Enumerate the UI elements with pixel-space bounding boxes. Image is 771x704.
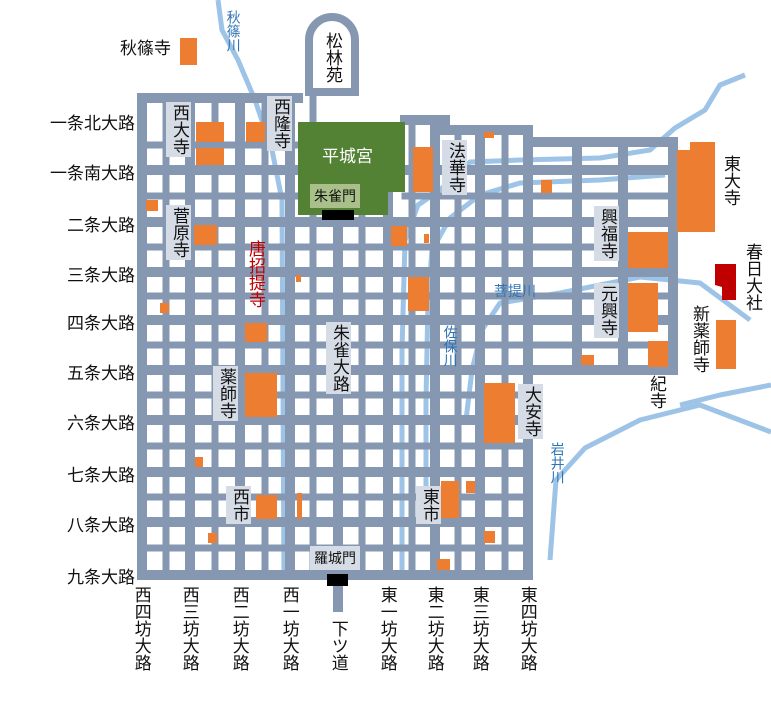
temple-site-1	[180, 38, 197, 65]
label-bodai-river: 菩提川	[494, 284, 536, 300]
temple-site-30	[716, 320, 736, 369]
temple-site-23	[466, 481, 475, 493]
col-label-4: 西一坊大路	[278, 586, 299, 671]
temple-site-7	[296, 275, 301, 282]
temple-site-28	[581, 355, 594, 365]
label-higashi-ichi: 東市	[416, 486, 442, 524]
label-todaiji: 東大寺	[720, 155, 741, 206]
row-label-10: 九条大路	[67, 568, 135, 588]
row-label-7: 六条大路	[67, 414, 135, 434]
shorinen-enclosure	[305, 13, 359, 96]
label-toshodaiji: 唐招提寺	[245, 240, 266, 308]
river-5	[547, 402, 771, 561]
col-label-2: 西三坊大路	[178, 586, 199, 671]
row-label-9: 八条大路	[67, 516, 135, 536]
col-label-7: 東三坊大路	[468, 586, 489, 671]
temple-site-11	[195, 457, 203, 467]
label-suzaku-oji: 朱雀大路	[326, 322, 352, 394]
temple-site-22	[441, 481, 459, 518]
temple-site-2	[196, 122, 224, 142]
temple-site-18	[391, 226, 407, 246]
col-label-1: 西四坊大路	[130, 586, 151, 671]
kasuga-taisha-site	[715, 264, 736, 300]
temple-site-24	[484, 531, 495, 543]
temple-site-26	[628, 232, 668, 268]
label-kofukuji: 興福寺	[594, 206, 620, 261]
row-label-1: 一条北大路	[50, 114, 135, 134]
temple-site-12	[256, 495, 277, 519]
temple-site-4	[246, 122, 265, 142]
col-label-8: 東四坊大路	[516, 586, 537, 671]
temple-site-27	[628, 283, 658, 332]
label-shimotsumichi: 下ツ道	[327, 620, 348, 671]
temple-site-17	[541, 180, 552, 193]
label-saidaiji: 西大寺	[166, 102, 192, 157]
row-label-3: 二条大路	[67, 216, 135, 236]
col-label-3: 西二坊大路	[228, 586, 249, 671]
label-rajomon: 羅城門	[310, 546, 360, 570]
temple-site-3	[196, 148, 224, 165]
label-akishino-river: 秋篠川	[224, 10, 241, 52]
temple-site-19	[424, 234, 429, 243]
temple-site-5	[146, 200, 158, 211]
row-label-2: 一条南大路	[50, 164, 135, 184]
suzakumon-gate	[322, 210, 354, 220]
label-saho-river: 佐保川	[441, 325, 458, 367]
temple-site-16	[484, 132, 494, 138]
label-nishi-ichi: 西市	[226, 486, 252, 524]
temple-site-9	[245, 323, 267, 342]
temple-site-21	[484, 383, 515, 443]
temple-site-8	[160, 303, 169, 313]
temple-site-15	[413, 147, 433, 192]
row-label-8: 七条大路	[67, 466, 135, 486]
label-daianji: 大安寺	[518, 384, 544, 439]
temple-site-10	[245, 373, 277, 417]
temple-site-14	[208, 533, 217, 543]
river-6	[679, 382, 771, 408]
row-label-4: 三条大路	[67, 266, 135, 286]
label-sugawaradera: 菅原寺	[166, 205, 192, 260]
label-gangoji: 元興寺	[594, 283, 620, 338]
label-sairyuji: 西隆寺	[267, 96, 293, 151]
col-label-5: 東一坊大路	[376, 586, 397, 671]
col-label-6: 東二坊大路	[423, 586, 444, 671]
temple-site-29	[648, 341, 668, 367]
label-kasuga-taisha: 春日大社	[742, 243, 763, 311]
label-yakushiji: 薬師寺	[213, 366, 239, 421]
label-suzakumon: 朱雀門	[310, 184, 360, 208]
temple-site-13	[297, 493, 302, 519]
label-kidera: 紀寺	[646, 375, 667, 409]
label-iwai-river: 岩井川	[548, 442, 565, 484]
label-shorinen: 松林苑	[322, 32, 343, 83]
label-akishinodera: 秋篠寺	[120, 39, 171, 59]
temple-site-6	[194, 225, 217, 245]
row-label-6: 五条大路	[67, 364, 135, 384]
label-shinyakushiji: 新薬師寺	[689, 305, 710, 373]
row-label-5: 四条大路	[67, 314, 135, 334]
label-hokkeji: 法華寺	[442, 140, 468, 195]
label-heijokyu: 平城宮	[322, 147, 373, 167]
temple-site-20	[408, 277, 429, 311]
temple-site-25	[437, 559, 450, 570]
todaiji-site	[677, 142, 715, 232]
rajomon-gate	[327, 574, 348, 586]
